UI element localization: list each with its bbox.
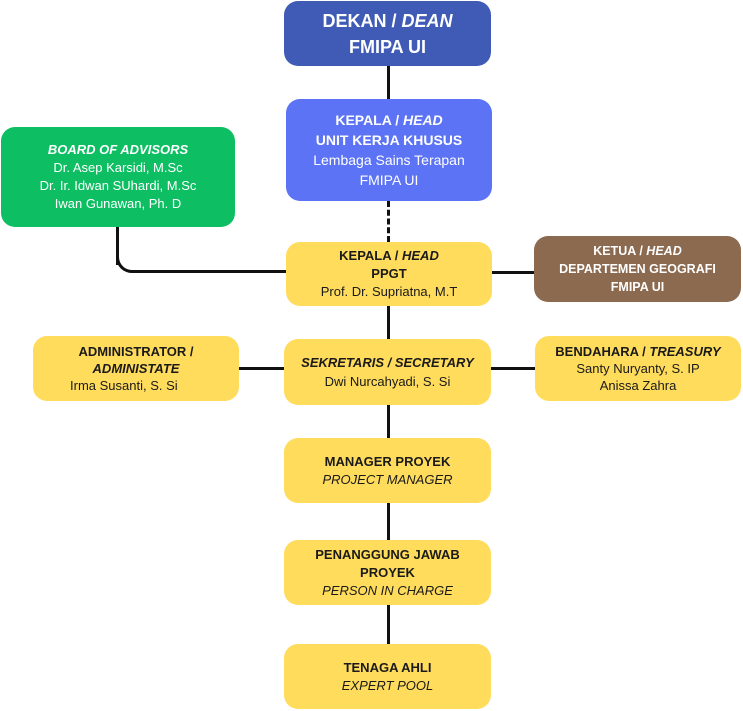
treasury-title-italic: TREASURY (649, 344, 721, 359)
department-title: KETUA / (593, 244, 647, 258)
unit-head-title-italic: HEAD (403, 112, 443, 128)
treasury-member: Santy Nuryanty, S. IP (576, 361, 700, 376)
connector-ppgt-department (492, 271, 534, 274)
node-board-of-advisors: BOARD OF ADVISORS Dr. Asep Karsidi, M.Sc… (1, 127, 235, 227)
connector-secretary-manager (387, 405, 390, 438)
node-unit-head: KEPALA / HEAD UNIT KERJA KHUSUS Lembaga … (286, 99, 492, 201)
person-in-charge-subtitle: PERSON IN CHARGE (322, 582, 453, 598)
unit-head-faculty: FMIPA UI (359, 172, 419, 188)
secretary-title: SEKRETARIS / SECRETARY (301, 355, 474, 370)
board-member: Dr. Asep Karsidi, M.Sc (53, 160, 183, 175)
ppgt-title: KEPALA / (339, 248, 402, 263)
node-project-manager: MANAGER PROYEK PROJECT MANAGER (284, 438, 491, 503)
secretary-name: Dwi Nurcahyadi, S. Si (324, 374, 451, 389)
connector-dean-unit (387, 66, 390, 99)
node-treasury: BENDAHARA / TREASURY Santy Nuryanty, S. … (535, 336, 741, 401)
connector-manager-pic (387, 503, 390, 540)
node-expert-pool: TENAGA AHLI EXPERT POOL (284, 644, 491, 709)
node-department-head: KETUA / HEAD DEPARTEMEN GEOGRAFI FMIPA U… (534, 236, 741, 302)
unit-head-institution: Lembaga Sains Terapan (313, 152, 465, 168)
administrator-name: Irma Susanti, S. Si (70, 378, 178, 393)
connector-board-corner (116, 255, 134, 273)
connector-ppgt-secretary (387, 306, 390, 339)
unit-head-title: KEPALA / (335, 112, 403, 128)
board-title: BOARD OF ADVISORS (47, 142, 189, 157)
ppgt-unit: PPGT (371, 266, 407, 281)
node-person-in-charge: PENANGGUNG JAWAB PROYEK PERSON IN CHARGE (284, 540, 491, 605)
node-dean: DEKAN / DEAN FMIPA UI (284, 1, 491, 66)
treasury-member: Anissa Zahra (599, 378, 677, 393)
node-administrator: ADMINISTRATOR / ADMINISTATE Irma Susanti… (33, 336, 239, 401)
treasury-title: BENDAHARA / (555, 344, 650, 359)
connector-pic-expert (387, 605, 390, 644)
administrator-title-italic: ADMINISTATE (92, 361, 180, 376)
dean-faculty: FMIPA UI (349, 36, 426, 57)
department-name: DEPARTEMEN GEOGRAFI (559, 262, 716, 276)
board-member: Iwan Gunawan, Ph. D (54, 196, 182, 211)
connector-unit-ppgt-dashed (387, 201, 390, 242)
node-ppgt-head: KEPALA / HEAD PPGT Prof. Dr. Supriatna, … (286, 242, 492, 306)
administrator-title: ADMINISTRATOR / (78, 344, 194, 359)
ppgt-title-italic: HEAD (402, 248, 439, 263)
unit-head-unit: UNIT KERJA KHUSUS (315, 132, 463, 148)
connector-secretary-treasury (491, 367, 535, 370)
project-manager-title: MANAGER PROYEK (324, 453, 451, 469)
board-member: Dr. Ir. Idwan SUhardi, M.Sc (39, 178, 197, 193)
connector-board-ppgt (132, 270, 286, 273)
department-faculty: FMIPA UI (610, 280, 665, 294)
project-manager-subtitle: PROJECT MANAGER (322, 471, 453, 487)
person-in-charge-title: PENANGGUNG JAWAB (315, 546, 460, 562)
expert-pool-title: TENAGA AHLI (343, 659, 432, 675)
dean-title-italic: DEAN (401, 10, 453, 31)
ppgt-head-name: Prof. Dr. Supriatna, M.T (320, 284, 458, 299)
expert-pool-subtitle: EXPERT POOL (341, 677, 434, 693)
person-in-charge-title-2: PROYEK (360, 564, 415, 580)
connector-admin-secretary (239, 367, 284, 370)
dean-title: DEKAN / (322, 10, 402, 31)
connector-board-vertical (116, 227, 119, 265)
node-secretary: SEKRETARIS / SECRETARY Dwi Nurcahyadi, S… (284, 339, 491, 405)
department-title-italic: HEAD (646, 244, 682, 258)
